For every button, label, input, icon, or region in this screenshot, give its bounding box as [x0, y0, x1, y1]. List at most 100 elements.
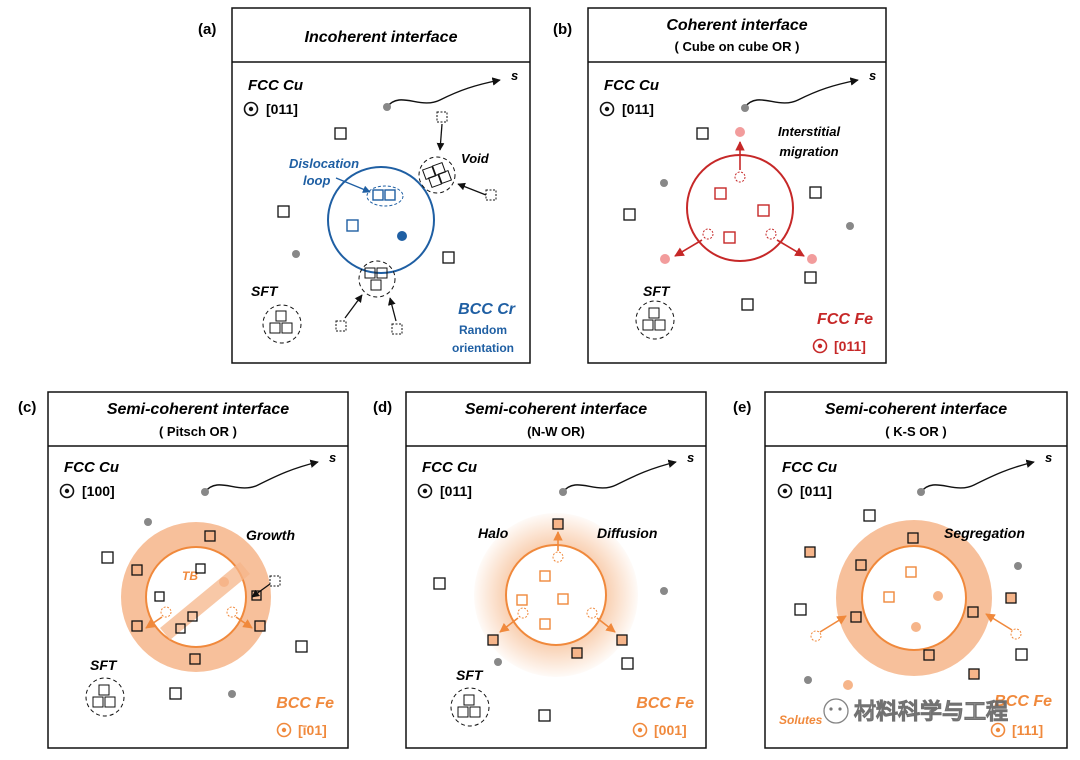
- panel-title: Semi-coherent interface: [825, 401, 1007, 418]
- vacancy-on-interface: [855, 559, 867, 571]
- diffusion-arrow: [499, 617, 519, 633]
- interstitial-red: [735, 127, 745, 137]
- vacancy: [370, 279, 382, 291]
- vacancy-on-interface: [254, 620, 266, 632]
- zone-axis-icon: [812, 338, 828, 354]
- vacancy: [442, 251, 455, 264]
- vacancy-orange: [539, 570, 551, 582]
- precipitate-boundary: [145, 546, 247, 648]
- interstitial-atom: [741, 104, 749, 112]
- matrix-label: FCC Cu: [782, 459, 837, 476]
- solute-arrow: [819, 615, 847, 633]
- solute-origin: [1010, 628, 1022, 640]
- vacated-site: [734, 171, 746, 183]
- vacancy: [642, 319, 654, 331]
- solute-origin: [810, 630, 822, 642]
- matrix-zone: [011]: [800, 483, 832, 499]
- arrow-label: s: [869, 68, 876, 83]
- mobile-vacancy: [485, 189, 497, 201]
- matrix-zone: [011]: [440, 483, 472, 499]
- vacancy: [154, 591, 165, 602]
- migration-arrow: [145, 616, 163, 629]
- vacancy: [654, 319, 666, 331]
- vacancy: [269, 322, 281, 334]
- vacancy-on-interface: [131, 620, 143, 632]
- zone-axis-icon: [599, 101, 615, 117]
- vacancy-on-interface: [923, 649, 935, 661]
- vacancy-arrow: [457, 182, 487, 196]
- vacancy: [1015, 648, 1028, 661]
- migration-arrow: [235, 616, 253, 629]
- particle-label: FCC Fe: [817, 311, 873, 328]
- vacancy: [433, 577, 446, 590]
- halo-label: Halo: [478, 525, 509, 541]
- arrow-label: s: [687, 450, 694, 465]
- interstitial-atom: [559, 488, 567, 496]
- vacancy: [648, 307, 660, 319]
- sft-label: SFT: [456, 667, 484, 683]
- precipitate-core: [862, 546, 966, 650]
- particle-label: BCC Fe: [636, 695, 694, 712]
- interstitial-red: [660, 254, 670, 264]
- migration-label: migration: [779, 144, 838, 159]
- vacancy-arrow: [436, 123, 445, 151]
- migration-path-arrow: [562, 459, 677, 493]
- vacancy: [809, 186, 822, 199]
- panel-c: (c) Semi-coherent interface ( Pitsch OR …: [18, 391, 349, 749]
- diffusion-label: Diffusion: [597, 525, 657, 541]
- solute-atom: [911, 622, 921, 632]
- vacancy: [195, 563, 206, 574]
- vacancy-red: [757, 204, 770, 217]
- vacancy: [621, 657, 634, 670]
- panel-letter: (d): [373, 399, 392, 416]
- matrix-zone: [011]: [266, 101, 298, 117]
- zone-axis-icon: [417, 483, 433, 499]
- migration-label: Interstitial: [778, 124, 841, 139]
- wechat-icon-eye: [838, 707, 842, 711]
- panel-frame: [405, 391, 707, 749]
- sft-label: SFT: [90, 657, 118, 673]
- vacated-site: [226, 606, 238, 618]
- panel-d: (d) Semi-coherent interface (N-W OR) FCC…: [373, 391, 707, 749]
- migration-path-arrow: [744, 77, 859, 108]
- mobile-vacancy: [436, 111, 448, 123]
- vacancy: [863, 509, 876, 522]
- particle-note: orientation: [452, 341, 514, 355]
- matrix-label: FCC Cu: [604, 77, 659, 94]
- zone-axis-icon: [990, 722, 1006, 738]
- vacancy: [101, 551, 114, 564]
- interstitial-atom: [1014, 562, 1022, 570]
- vacancy-orange: [516, 594, 528, 606]
- vacancy-on-interface: [131, 564, 143, 576]
- vacancy: [364, 267, 376, 279]
- vacancy-red: [723, 231, 736, 244]
- solutes-label: Solutes: [779, 713, 823, 727]
- panel-subtitle: ( K-S OR ): [885, 424, 946, 439]
- vacancy-arrow: [251, 583, 271, 598]
- particle-zone: [111]: [1012, 722, 1043, 738]
- wechat-icon-eye: [829, 707, 833, 711]
- solute-atom: [843, 680, 853, 690]
- arrow-label: s: [511, 68, 518, 83]
- particle-zone: [011]: [834, 338, 866, 354]
- diffusion-arrow: [596, 617, 616, 633]
- sft-ring: [450, 687, 490, 727]
- vacancy: [334, 127, 347, 140]
- vacancy-on-interface: [907, 532, 919, 544]
- solute-atom: [219, 577, 229, 587]
- vacancy-red: [714, 187, 727, 200]
- vacated-site: [517, 607, 529, 619]
- vacancy-on-interface: [552, 518, 564, 530]
- panel-frame: [231, 7, 531, 364]
- vacancy: [437, 169, 453, 185]
- particle-label: BCC Fe: [276, 695, 334, 712]
- panel-title: Incoherent interface: [305, 29, 458, 46]
- matrix-label: FCC Cu: [422, 459, 477, 476]
- panel-frame: [587, 7, 887, 364]
- vacancy-blue: [384, 189, 396, 201]
- interstitial-atom: [660, 179, 668, 187]
- interstitial-atom: [846, 222, 854, 230]
- sft-ring: [635, 300, 675, 340]
- void-cluster-ring: [418, 156, 456, 194]
- vacated-site: [160, 606, 172, 618]
